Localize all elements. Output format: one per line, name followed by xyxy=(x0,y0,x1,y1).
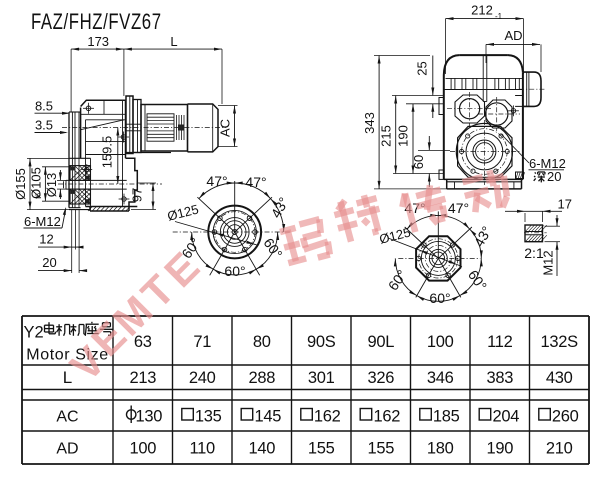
svg-text:212: 212 xyxy=(471,3,493,18)
svg-text:260: 260 xyxy=(552,408,579,426)
svg-text:2:1: 2:1 xyxy=(524,245,544,261)
svg-text:80: 80 xyxy=(253,333,271,351)
svg-text:100: 100 xyxy=(129,440,156,458)
svg-text:326: 326 xyxy=(367,369,394,387)
svg-text:Ø105: Ø105 xyxy=(29,167,44,199)
svg-text:47°: 47° xyxy=(245,174,266,190)
svg-text:130: 130 xyxy=(135,408,162,426)
svg-text:Y2: Y2 xyxy=(24,324,44,342)
svg-text:213: 213 xyxy=(129,369,156,387)
svg-text:90L: 90L xyxy=(367,333,394,351)
svg-text:135: 135 xyxy=(195,408,222,426)
svg-text:AD: AD xyxy=(504,28,522,43)
svg-text:AD: AD xyxy=(56,441,78,458)
svg-text:173: 173 xyxy=(87,34,109,49)
svg-text:71: 71 xyxy=(193,333,211,351)
svg-text:AC: AC xyxy=(56,409,78,426)
svg-text:Ø125: Ø125 xyxy=(166,202,200,224)
svg-text:204: 204 xyxy=(492,408,519,426)
svg-text:Ø13: Ø13 xyxy=(44,173,59,198)
svg-text:Ø155: Ø155 xyxy=(13,168,28,200)
svg-text:162: 162 xyxy=(373,408,400,426)
svg-text:97: 97 xyxy=(130,188,145,202)
svg-text:60°: 60° xyxy=(429,290,450,306)
svg-text:162: 162 xyxy=(314,408,341,426)
svg-text:140: 140 xyxy=(248,440,275,458)
svg-text:190: 190 xyxy=(486,440,513,458)
svg-text:155: 155 xyxy=(308,440,335,458)
svg-text:90S: 90S xyxy=(307,333,336,351)
svg-text:383: 383 xyxy=(486,369,513,387)
svg-text:155: 155 xyxy=(367,440,394,458)
svg-text:20: 20 xyxy=(42,255,56,270)
svg-text:25: 25 xyxy=(415,61,430,75)
svg-text:430: 430 xyxy=(546,369,573,387)
svg-text:110: 110 xyxy=(189,440,215,458)
svg-text:185: 185 xyxy=(433,408,460,426)
svg-text:60°: 60° xyxy=(224,263,245,279)
svg-text:215: 215 xyxy=(379,125,394,147)
svg-text:47°: 47° xyxy=(206,173,227,189)
svg-text:6-M12: 6-M12 xyxy=(529,156,566,171)
svg-text:288: 288 xyxy=(248,369,275,387)
svg-text:301: 301 xyxy=(308,369,335,387)
svg-text:12: 12 xyxy=(39,232,53,247)
svg-text:132S: 132S xyxy=(541,333,579,351)
svg-text:f6: f6 xyxy=(36,193,43,199)
svg-text:47°: 47° xyxy=(448,200,469,216)
svg-text:L: L xyxy=(170,34,177,49)
svg-text:180: 180 xyxy=(427,440,454,458)
svg-text:145: 145 xyxy=(254,408,281,426)
svg-text:6-M12: 6-M12 xyxy=(24,214,61,229)
svg-text:3.5: 3.5 xyxy=(35,118,53,133)
svg-text:240: 240 xyxy=(189,369,216,387)
svg-text:20: 20 xyxy=(547,169,561,184)
svg-text:M12: M12 xyxy=(541,250,556,275)
svg-text:159.5: 159.5 xyxy=(100,136,115,169)
svg-text:L: L xyxy=(63,368,72,387)
svg-text:190: 190 xyxy=(396,125,411,147)
svg-text:8.5: 8.5 xyxy=(35,99,53,114)
svg-text:60: 60 xyxy=(411,155,426,169)
svg-text:17: 17 xyxy=(558,197,572,212)
svg-text:346: 346 xyxy=(427,369,454,387)
svg-text:FAZ/FHZ/FVZ67: FAZ/FHZ/FVZ67 xyxy=(31,10,162,35)
svg-text:63: 63 xyxy=(134,333,152,351)
svg-text:Motor Size: Motor Size xyxy=(26,347,108,364)
svg-text:Ø125: Ø125 xyxy=(378,225,412,247)
svg-text:112: 112 xyxy=(487,333,513,351)
svg-text:210: 210 xyxy=(546,440,573,458)
svg-text:-1: -1 xyxy=(495,12,503,21)
svg-text:100: 100 xyxy=(427,333,454,351)
svg-text:AC: AC xyxy=(218,119,233,137)
svg-text:343: 343 xyxy=(362,112,377,134)
